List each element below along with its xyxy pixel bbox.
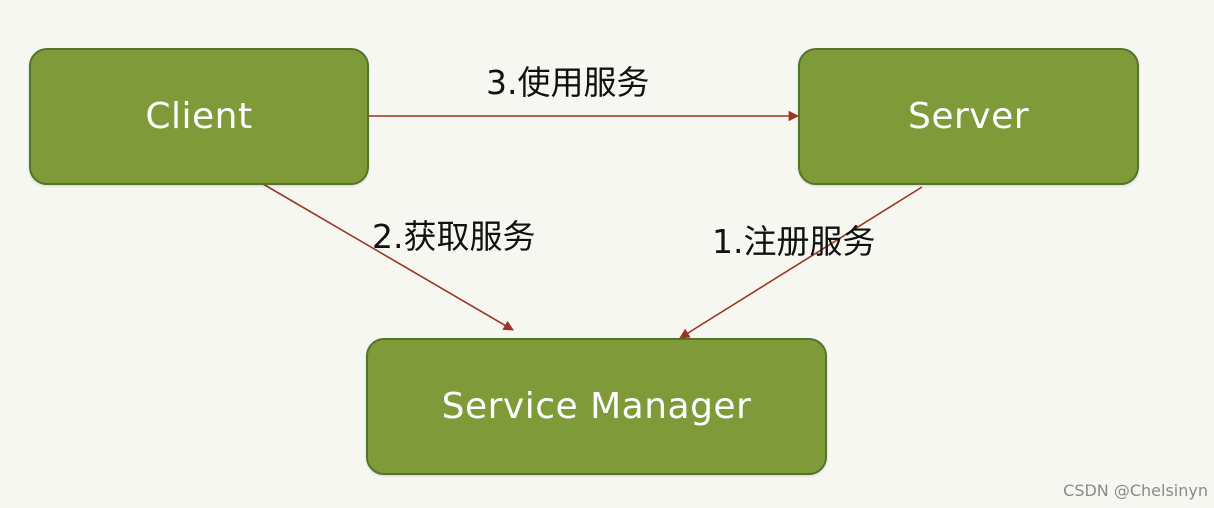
watermark: CSDN @Chelsinyn: [1063, 481, 1208, 500]
edge-label-register-service: 1.注册服务: [712, 222, 876, 261]
server-node: Server: [798, 48, 1139, 185]
server-label: Server: [907, 96, 1030, 137]
edge-register-service: [679, 186, 923, 339]
edge-label-get-service: 2.获取服务: [372, 217, 536, 256]
service-manager-node: Service Manager: [366, 338, 827, 475]
client-node: Client: [29, 48, 369, 185]
edge-get-service: [262, 183, 514, 331]
edge-label-use-service: 3.使用服务: [486, 63, 650, 102]
client-label: Client: [145, 96, 253, 137]
service-manager-label: Service Manager: [441, 386, 752, 427]
